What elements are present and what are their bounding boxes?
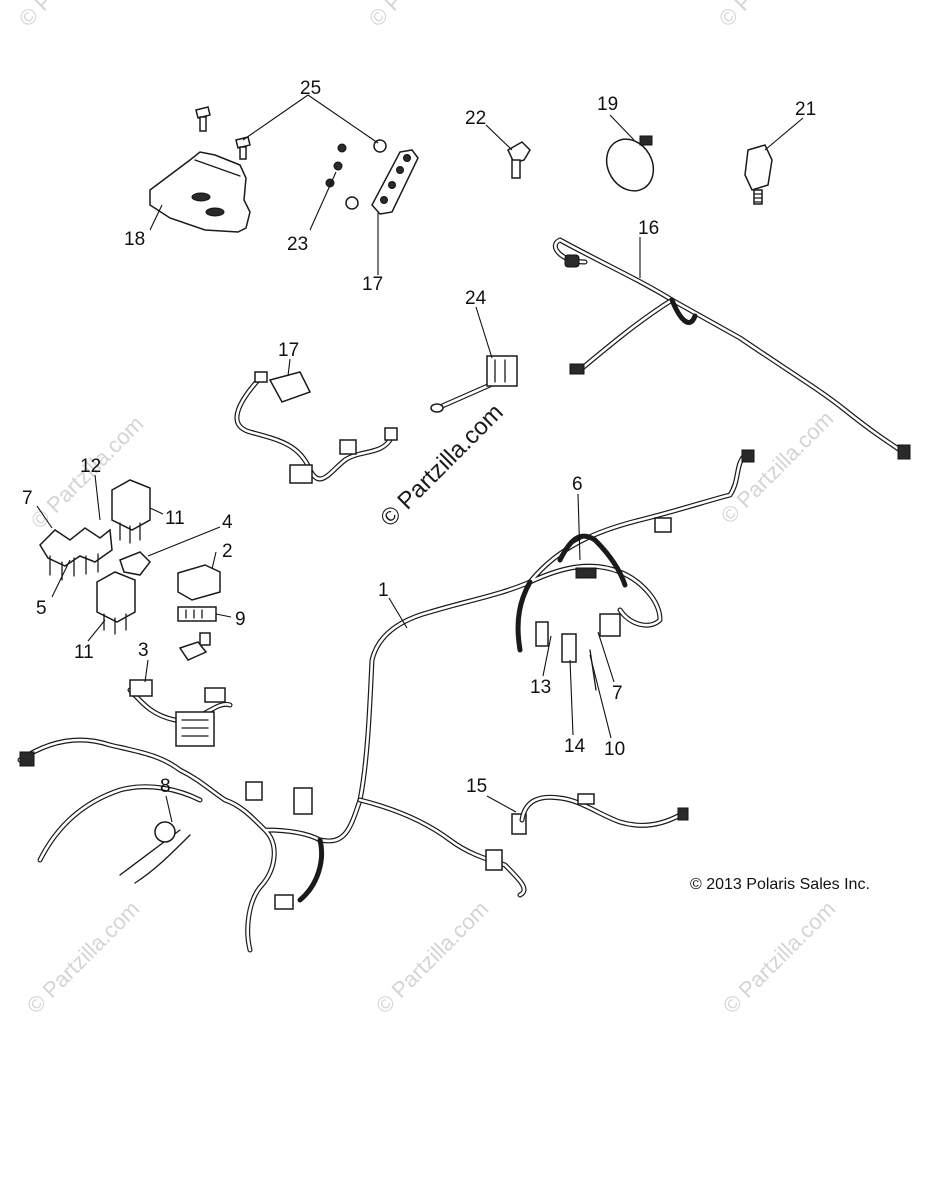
callout-1: 1 [378,580,389,601]
callout-6: 6 [572,474,583,495]
harness-17 [234,371,398,484]
callout-17: 17 [278,340,299,361]
callout-22: 22 [465,108,486,129]
harness-15 [519,793,689,828]
watermark: © Partzilla.com [14,0,137,32]
callout-5: 5 [36,598,47,619]
terminal-block-18 [371,149,419,215]
callout-12: 12 [80,456,101,477]
copyright-notice: © 2013 Polaris Sales Inc. [690,876,870,893]
fuses-5-7-12 [39,527,151,581]
terminal-22 [507,141,531,179]
small-connectors [178,632,211,661]
callout-16: 16 [638,218,659,239]
leader-lines [36,94,804,823]
callout-9: 9 [235,609,246,630]
callout-2: 2 [222,541,233,562]
callout-24: 24 [465,288,487,309]
fuse-strip-9 [177,606,217,622]
callout-23: 23 [287,234,308,255]
cover-2 [177,564,221,601]
callout-19: 18 [124,229,145,250]
watermark: © Partzilla.com [716,406,839,529]
callout-7-left: 7 [22,488,33,509]
cable-tie-20 [605,135,655,192]
watermark: © Partzilla.com [364,0,487,32]
nuts-23 [325,143,347,188]
relay-11-bottom [96,571,136,635]
callout-21: 21 [795,99,816,120]
callout-11-bottom: 11 [74,642,94,663]
clip-21 [744,144,773,205]
watermark-center: © Partzilla.com [375,399,508,532]
bracket-19 [149,151,251,233]
watermark: © Partzilla.com [714,0,837,32]
callout-13: 13 [530,677,551,698]
callout-3: 3 [138,640,149,661]
callout-14: 14 [564,736,586,757]
callout-20: 19 [597,94,618,115]
cable-24 [430,355,518,413]
callout-8: 8 [160,776,171,797]
callout-labels: 25 18 23 17 22 19 21 16 24 17 12 7 11 4 … [22,78,816,797]
watermark: © Partzilla.com [371,896,494,1019]
callout-11-top: 11 [165,508,185,529]
callout-25: 25 [300,78,321,99]
callout-10: 10 [604,739,625,760]
main-harness-1 [17,449,755,953]
harness-16 [552,237,911,460]
callout-15: 15 [466,776,487,797]
watermark: © Partzilla.com [22,896,145,1019]
bolt-25 [195,106,387,210]
callout-4: 4 [222,512,233,533]
relay-11-top [111,479,151,544]
callout-18: 17 [362,274,383,295]
watermark: © Partzilla.com [718,896,841,1019]
callout-7-right: 7 [612,683,623,704]
